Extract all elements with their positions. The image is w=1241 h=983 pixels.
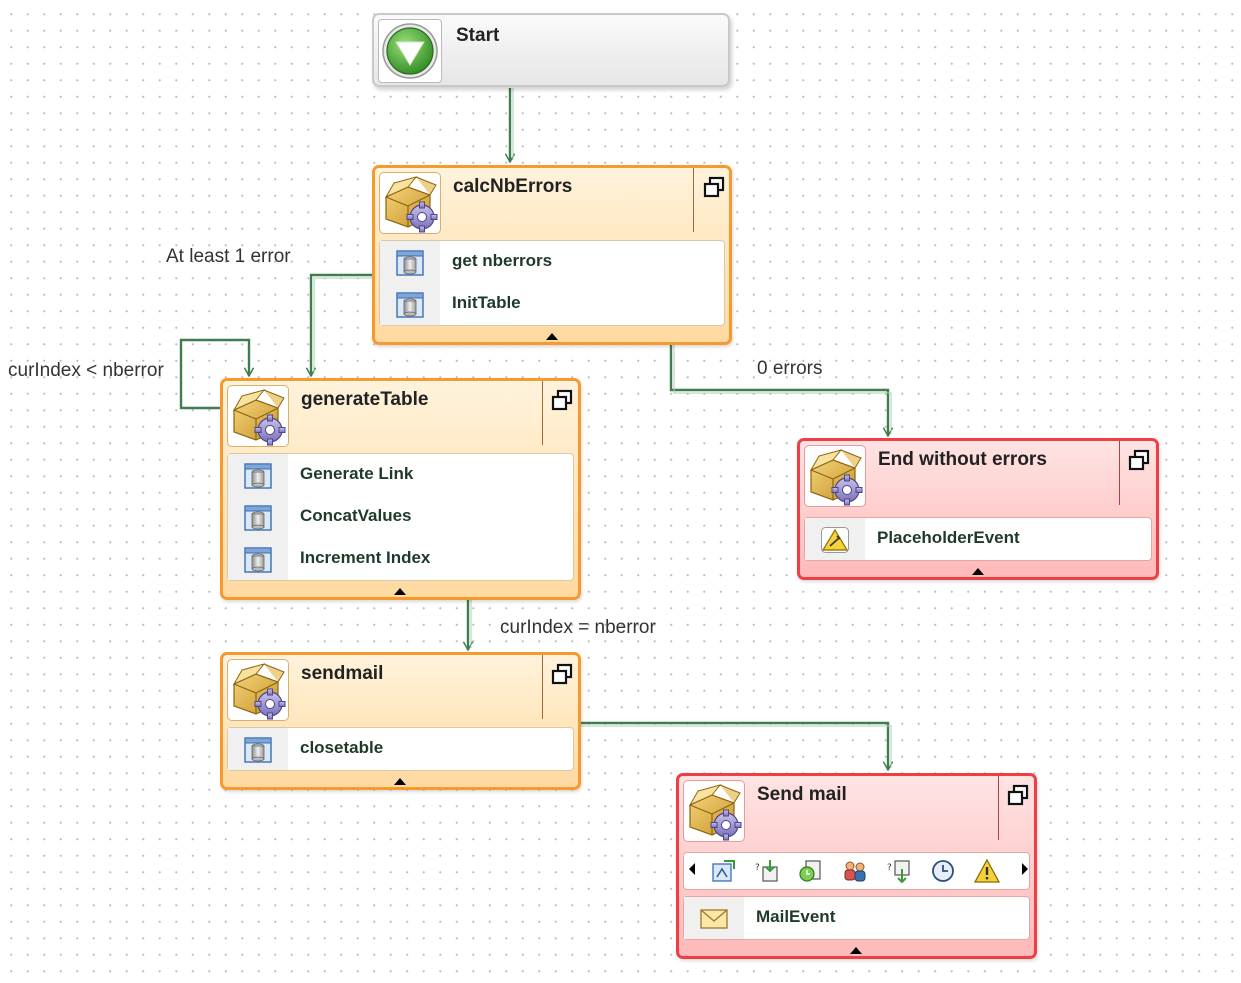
placeholder-event-icon <box>821 527 849 553</box>
task-icon <box>227 659 289 721</box>
connector-label: MailEvent <box>756 907 836 926</box>
database-connector-icon <box>244 737 272 763</box>
input-icon[interactable]: ? <box>754 859 780 883</box>
step-title: End without errors <box>878 449 1047 470</box>
timer-doc-icon[interactable] <box>798 859 824 883</box>
connector-label: get nberrors <box>452 251 553 270</box>
list-item[interactable]: closetable <box>228 728 573 770</box>
collapse-icon[interactable] <box>394 778 406 785</box>
database-connector-icon <box>396 292 424 318</box>
step-title: calcNbErrors <box>453 176 573 197</box>
scroll-right-icon[interactable] <box>1022 863 1028 875</box>
clock-icon[interactable] <box>930 859 956 883</box>
warning-icon[interactable] <box>974 859 1000 883</box>
connector-label: InitTable <box>452 293 521 312</box>
task-icon <box>683 780 745 842</box>
task-icon <box>227 385 289 447</box>
list-item[interactable]: get nberrors <box>380 241 724 283</box>
step-title: Send mail <box>757 784 847 805</box>
connectors-list: MailEvent <box>683 896 1030 940</box>
connectors-list: Generate Link ConcatValues Increment Ind… <box>227 453 574 581</box>
transition-label-loop: curIndex < nberror <box>8 360 164 381</box>
expand-icon[interactable] <box>1007 784 1029 806</box>
output-icon[interactable]: ? <box>886 859 912 883</box>
connector-label: PlaceholderEvent <box>877 528 1020 547</box>
step-toolbar: ? ? <box>683 852 1030 890</box>
connector-label: closetable <box>300 738 384 757</box>
svg-text:?: ? <box>755 863 760 873</box>
svg-text:?: ? <box>887 863 892 873</box>
mail-event-icon <box>700 909 728 929</box>
step-send-mail[interactable]: Send mail ? ? <box>676 773 1037 959</box>
connector-icon[interactable] <box>710 859 736 883</box>
step-end-without-errors[interactable]: End without errors PlaceholderEvent <box>797 438 1159 580</box>
transition-at-least-one-error <box>305 273 372 378</box>
collapse-icon[interactable] <box>972 568 984 575</box>
list-item[interactable]: InitTable <box>380 283 724 325</box>
start-event-icon <box>378 19 442 83</box>
list-item[interactable]: MailEvent <box>684 897 1029 939</box>
connector-label: ConcatValues <box>300 506 412 525</box>
expand-icon[interactable] <box>551 663 573 685</box>
connectors-list: PlaceholderEvent <box>804 517 1152 561</box>
step-generatetable[interactable]: generateTable Generate Link ConcatValues… <box>220 378 581 600</box>
collapse-icon[interactable] <box>850 947 862 954</box>
database-connector-icon <box>244 463 272 489</box>
connector-label: Increment Index <box>300 548 431 567</box>
database-connector-icon <box>396 250 424 276</box>
list-item[interactable]: PlaceholderEvent <box>805 518 1151 560</box>
expand-icon[interactable] <box>1128 449 1150 471</box>
transition-label-at-least-one: At least 1 error <box>166 246 291 267</box>
step-title: generateTable <box>301 389 429 410</box>
connector-label: Generate Link <box>300 464 414 483</box>
transition-send-mail <box>580 721 894 772</box>
collapse-icon[interactable] <box>394 588 406 595</box>
actors-icon[interactable] <box>842 859 868 883</box>
database-connector-icon <box>244 547 272 573</box>
step-calcnberrors[interactable]: calcNbErrors get nberrors InitTable <box>372 165 732 345</box>
start-event[interactable]: Start <box>372 13 730 87</box>
connectors-list: get nberrors InitTable <box>379 240 725 326</box>
scroll-left-icon[interactable] <box>689 863 695 875</box>
step-sendmail[interactable]: sendmail closetable <box>220 652 581 790</box>
transition-zero-errors <box>669 343 894 438</box>
step-title: sendmail <box>301 663 384 684</box>
connectors-list: closetable <box>227 727 574 771</box>
list-item[interactable]: ConcatValues <box>228 496 573 538</box>
start-event-title: Start <box>456 25 500 46</box>
task-icon <box>379 172 441 234</box>
transition-label-zero-errors: 0 errors <box>757 358 823 379</box>
list-item[interactable]: Increment Index <box>228 538 573 580</box>
transition-label-done: curIndex = nberror <box>500 617 656 638</box>
expand-icon[interactable] <box>703 176 725 198</box>
list-item[interactable]: Generate Link <box>228 454 573 496</box>
collapse-icon[interactable] <box>546 333 558 340</box>
database-connector-icon <box>244 505 272 531</box>
task-icon <box>804 445 866 507</box>
expand-icon[interactable] <box>551 389 573 411</box>
